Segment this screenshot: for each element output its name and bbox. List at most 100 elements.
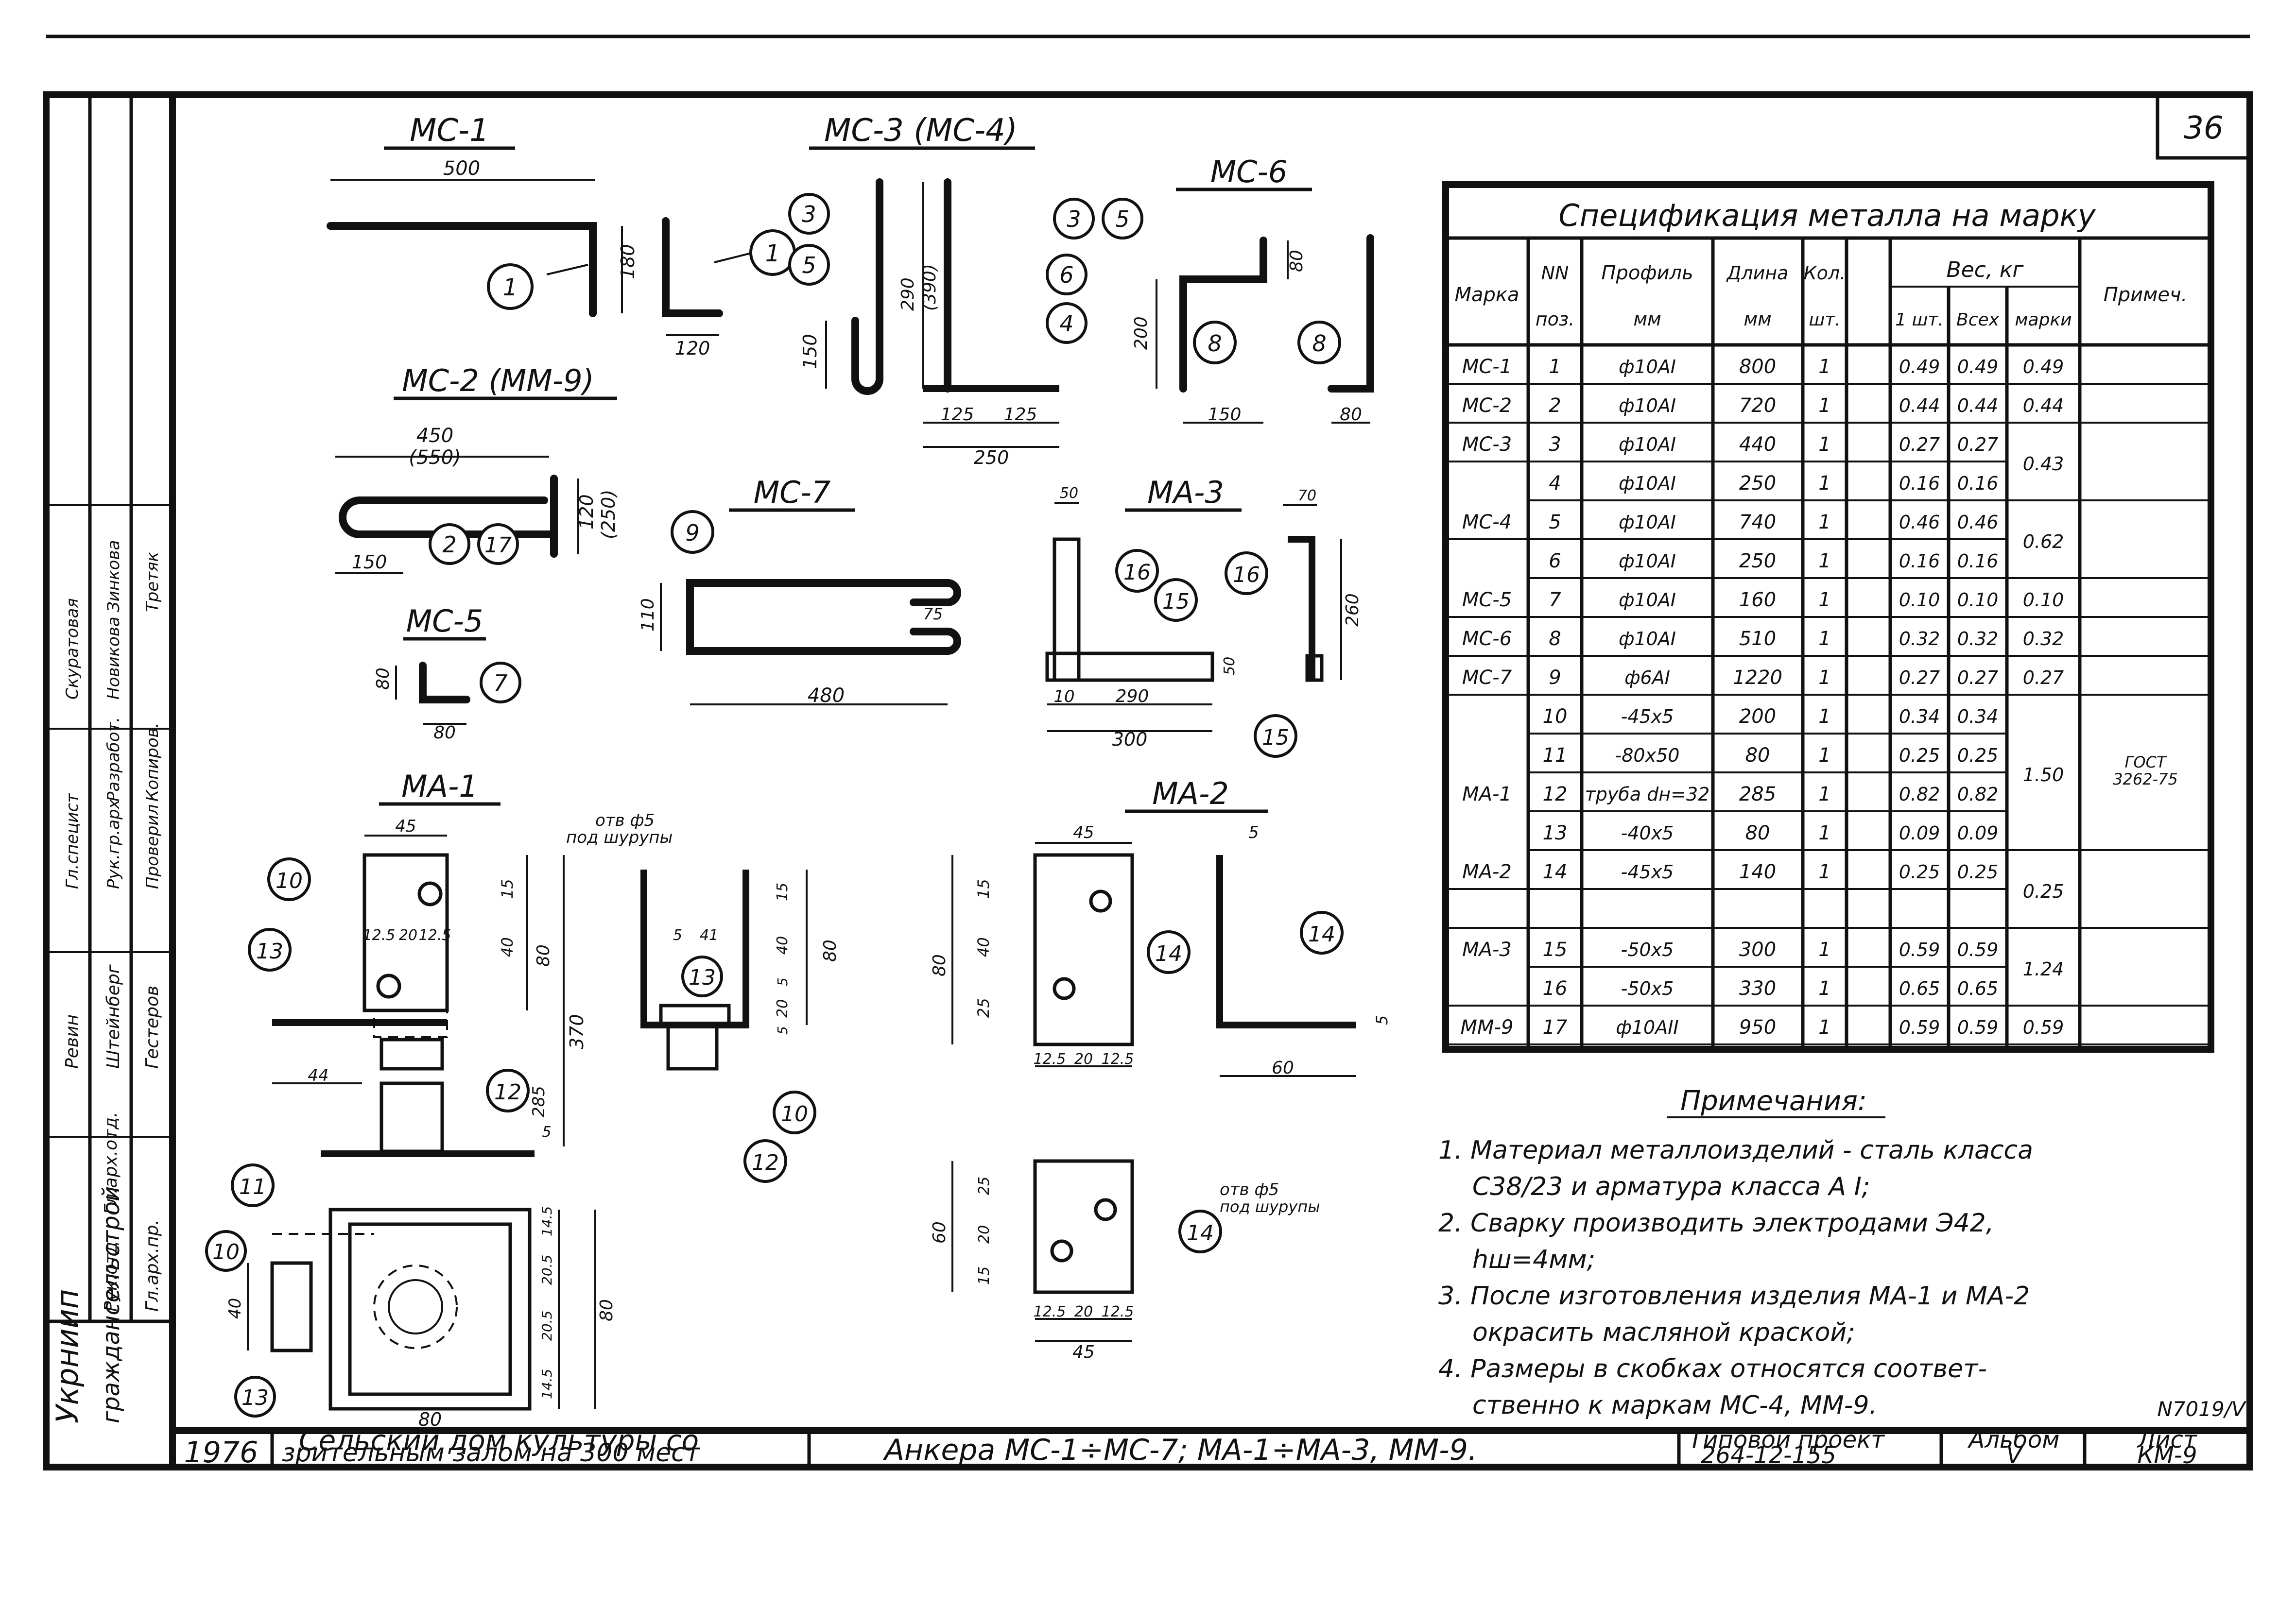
ma1-pos-13a: 13 <box>256 939 283 964</box>
ma3-dim-290: 290 <box>1116 686 1149 706</box>
name-2: Штейнберг <box>104 964 123 1069</box>
sheet-value: КМ-9 <box>2137 1442 2197 1469</box>
note-line: 3. После изготовления изделия МА-1 и МА-… <box>1438 1282 2030 1311</box>
name-7: Третяк <box>143 551 162 612</box>
ma2-dim-20b: 20 <box>976 1225 993 1244</box>
ma1-dim-80d: 80 <box>418 1409 442 1430</box>
ma1-pos-10c: 10 <box>212 1240 240 1265</box>
spec-cell-length: 80 <box>1745 744 1770 767</box>
ma3-pos-16a: 16 <box>1123 560 1151 585</box>
ma3-dim-260: 260 <box>1343 593 1363 627</box>
spec-cell-qty: 1 <box>1818 472 1830 495</box>
spec-mark-total: 0.43 <box>2023 453 2064 475</box>
role-4: Гл.специст <box>63 793 82 889</box>
spec-cell-mark: МС-7 <box>1462 667 1512 689</box>
spec-cell-w1: 0.10 <box>1899 589 1940 611</box>
ma2-dim-125d: 12.5 <box>1102 1303 1134 1320</box>
spec-cell-mark: МА-1 <box>1462 783 1512 805</box>
ma3-dim-300: 300 <box>1112 729 1148 750</box>
mc6-dim-150: 150 <box>1208 405 1242 425</box>
ma1-pos-13c: 13 <box>242 1385 269 1410</box>
spec-cell-pos: 9 <box>1549 667 1561 689</box>
note-line: окрасить масляной краской; <box>1472 1318 1855 1347</box>
drawing-mc6: МС-6 200 80 150 80 8 8 <box>1131 154 1374 425</box>
spec-cell-profile: труба dн=32 <box>1585 784 1710 805</box>
ma2-note-1: отв ф5 <box>1220 1180 1279 1199</box>
spec-cell-w1: 0.59 <box>1899 1017 1940 1038</box>
mc6-dim-200: 200 <box>1131 316 1151 350</box>
spec-mark-total: 1.50 <box>2023 764 2064 786</box>
album-label: Альбом <box>1968 1426 2060 1453</box>
drawing-ma1: МА-1 отв ф5 под шурупы 45 15 40 80 370 2… <box>205 769 840 1430</box>
note-line: hш=4мм; <box>1472 1245 1595 1274</box>
ma1-dim-5d: 5 <box>775 1026 791 1035</box>
mc1-pos-2: 1 <box>765 240 780 267</box>
note-line: С38/23 и арматура класса А I; <box>1472 1172 1870 1201</box>
ma3-dim-50b: 50 <box>1221 657 1238 675</box>
mc6-pos-8b: 8 <box>1312 330 1326 357</box>
mc2-dim-150: 150 <box>352 551 387 573</box>
notes-title: Примечания: <box>1680 1085 1867 1117</box>
mc6-dim-80b: 80 <box>1340 405 1362 425</box>
spec-cell-pos: 2 <box>1549 394 1561 417</box>
spec-mark-total: 0.10 <box>2023 589 2064 611</box>
role-8: Копиров. <box>143 723 162 802</box>
ma2-dim-45a: 45 <box>1073 823 1094 842</box>
mc3-pos-5b: 5 <box>1115 206 1129 232</box>
spec-h-pos-b: поз. <box>1536 308 1574 330</box>
spec-cell-length: 200 <box>1739 705 1776 728</box>
spec-cell-profile: ф10АI <box>1619 473 1676 494</box>
ma2-dim-125b: 12.5 <box>1102 1051 1134 1068</box>
ma2-dim-25b: 25 <box>976 1177 993 1195</box>
ma3-pos-15a: 15 <box>1162 589 1190 614</box>
drawing-ma3: МА-3 50 70 50 10 290 300 260 16 15 16 15 <box>1045 475 1363 758</box>
ma2-dim-60b: 60 <box>930 1221 949 1244</box>
mc1-dim-500: 500 <box>443 157 480 180</box>
ma1-dim-125a: 12.5 <box>363 927 396 944</box>
spec-cell-length: 300 <box>1739 939 1776 961</box>
spec-gost-2: 3262-75 <box>2113 770 2178 788</box>
spec-cell-qty: 1 <box>1818 550 1830 572</box>
spec-cell-wall: 0.59 <box>1957 1017 1999 1038</box>
ma1-dim-80c: 80 <box>597 1299 617 1321</box>
spec-cell-qty: 1 <box>1818 939 1830 961</box>
notes-lines: 1. Материал металлоизделий - сталь класс… <box>1438 1136 2033 1420</box>
spec-cell-pos: 16 <box>1543 977 1568 1000</box>
spec-h-pos-a: NN <box>1541 262 1569 284</box>
spec-h-wall: Всех <box>1956 310 2000 330</box>
spec-cell-wall: 0.25 <box>1957 745 1999 766</box>
spec-cell-profile: ф10АI <box>1619 512 1676 533</box>
spec-cell-qty: 1 <box>1818 511 1830 533</box>
spec-cell-profile: ф10АII <box>1616 1017 1678 1038</box>
spec-cell-mark: МС-5 <box>1462 589 1512 611</box>
ma1-dim-205b: 20.5 <box>539 1311 555 1341</box>
mc2-dim-120: 120 <box>576 494 597 530</box>
spec-cell-wall: 0.27 <box>1957 667 1999 688</box>
ma2-dim-5b: 5 <box>1373 1015 1391 1025</box>
spec-cell-wall: 0.27 <box>1957 434 1999 455</box>
spec-cell-wall: 0.49 <box>1957 356 1999 377</box>
ma2-dim-80: 80 <box>930 954 949 976</box>
spec-cell-profile: ф10АI <box>1619 395 1676 416</box>
drawing-mc7: МС-7 110 75 480 9 <box>638 475 961 707</box>
spec-cell-w1: 0.25 <box>1899 861 1940 883</box>
spec-cell-profile: -40х5 <box>1621 822 1674 844</box>
spec-cell-pos: 13 <box>1543 822 1568 844</box>
note-line: 4. Размеры в скобках относятся соответ- <box>1438 1354 1987 1384</box>
spec-cell-pos: 8 <box>1549 628 1561 650</box>
mc2-dim-450: 450 <box>416 425 453 447</box>
spec-cell-qty: 1 <box>1818 705 1830 728</box>
spec-cell-w1: 0.46 <box>1899 512 1940 533</box>
note-line: 2. Сварку производить электродами Э42, <box>1438 1209 1994 1238</box>
spec-cell-wall: 0.16 <box>1957 550 1999 572</box>
spec-cell-pos: 12 <box>1543 783 1568 805</box>
spec-h-weight: Вес, кг <box>1946 257 2024 282</box>
ma2-note-2: под шурупы <box>1220 1197 1320 1216</box>
project-code: 264-12-155 <box>1701 1442 1836 1469</box>
ma2-dim-60a: 60 <box>1272 1058 1294 1078</box>
spec-h-length-a: Длина <box>1726 262 1789 284</box>
spec-cell-w1: 0.09 <box>1899 822 1940 844</box>
spec-title: Спецификация металла на марку <box>1558 198 2096 233</box>
spec-gost-1: ГОСТ <box>2125 753 2167 771</box>
album-value: V <box>2006 1442 2024 1469</box>
